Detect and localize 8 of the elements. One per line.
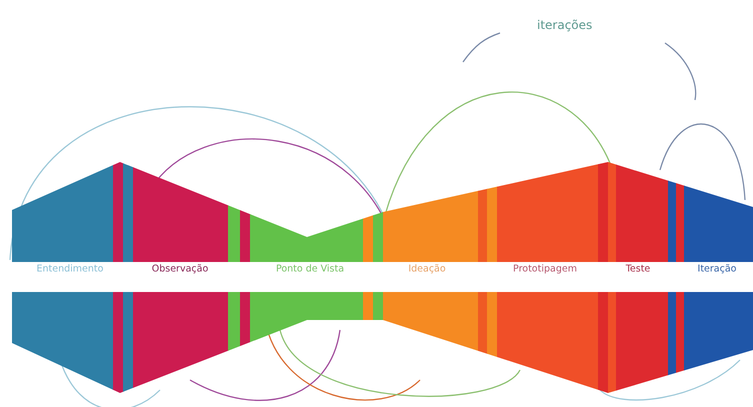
iterations-label: iterações	[537, 18, 592, 32]
stage-label: Iteração	[698, 264, 736, 274]
stage-label: Prototipagem	[513, 264, 577, 274]
stage-label: Observação	[152, 264, 208, 274]
stage-label: Entendimento	[36, 264, 104, 274]
stage-label: Teste	[626, 264, 650, 274]
stage-label: Ideação	[408, 264, 446, 274]
stage-label: Ponto de Vista	[276, 264, 344, 274]
